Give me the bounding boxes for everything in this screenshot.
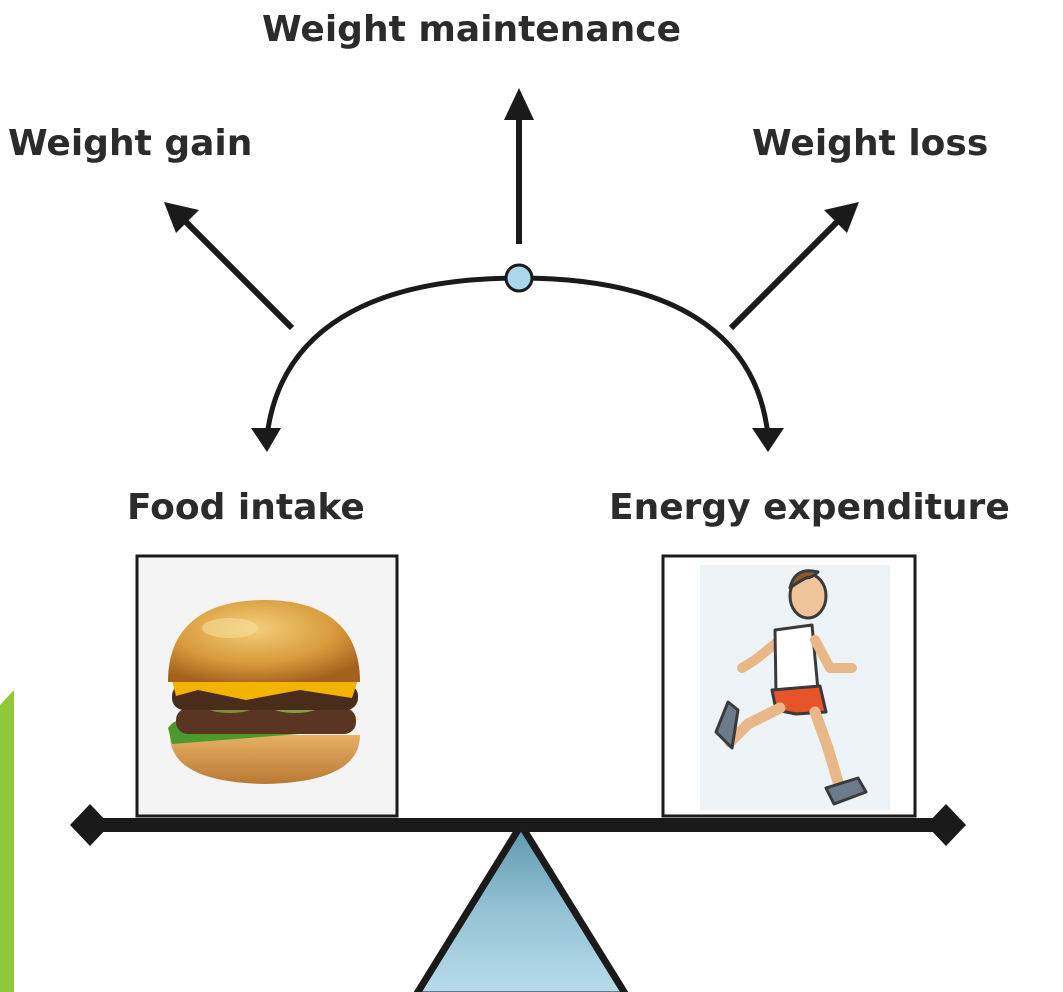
burger-icon: [168, 600, 360, 784]
weight-maintenance-label: Weight maintenance: [262, 9, 682, 50]
arrow-up-icon: [504, 88, 534, 244]
curved-arrow-icon: [251, 275, 784, 452]
accent-bar: [0, 690, 14, 992]
arrow-up-right-icon: [728, 202, 859, 331]
fulcrum: [413, 818, 629, 992]
pivot-icon: [504, 263, 534, 293]
weight-loss-label: Weight loss: [752, 123, 989, 164]
weight-gain-label: Weight gain: [8, 123, 253, 164]
runner-icon: [714, 569, 868, 806]
arrow-up-left-icon: [164, 202, 295, 331]
food-intake-label: Food intake: [127, 487, 365, 528]
energy-expenditure-label: Energy expenditure: [609, 487, 1010, 528]
